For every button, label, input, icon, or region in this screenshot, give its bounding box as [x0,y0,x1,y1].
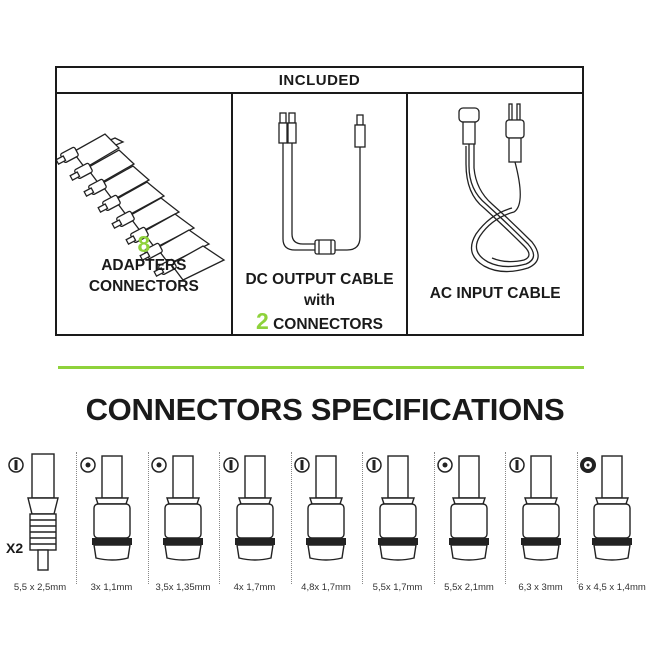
connector-plug-icon [151,455,203,561]
connector-size-label: 6 x 4,5 x 1,4mm [578,582,646,593]
adapter-plug-icon [69,149,136,185]
connector-plug-icon [580,455,632,561]
dc-cable-caption: DC OUTPUT CABLE with 2 CONNECTORS [233,269,407,335]
connector-size-label: 4,8x 1,7mm [301,582,351,593]
connector-plug-icon [8,453,59,571]
adapter-plug-icon [153,245,226,281]
adapters-line2: CONNECTORS [88,278,199,295]
ac-cable-image [458,103,539,273]
adapter-plug-icon [83,165,151,201]
dc-cable-image [278,112,366,255]
dc-cable-line1: DC OUTPUT CABLE [245,271,394,288]
connector-separator [505,452,506,584]
connector-separator [362,452,363,584]
ac-cable-caption: AC INPUT CABLE [408,283,582,304]
adapter-plug-icon [57,133,121,169]
included-dc-cable: DC OUTPUT CABLE with 2 CONNECTORS [233,94,409,334]
connector-size-label: 3x 1,1mm [90,582,133,593]
connector-spec [76,446,148,596]
connector-size-label: 5,5 x 2,5mm [13,582,67,593]
adapters-caption: 8 ADAPTERS CONNECTORS [57,231,231,297]
connector-separator [290,452,292,584]
connector-separator [433,452,435,584]
connector-spec [505,446,577,596]
adapter-plug-icon [139,229,211,265]
connector-plug-icon [79,455,132,561]
dc-cable-count: 2 [255,308,269,334]
included-box: INCLUDED 8 ADAPTERS CONNECTORS [55,66,584,336]
connector-spec [147,446,219,596]
connector-size-label: 6,3 x 3mm [518,582,563,593]
connector-plug-icon [222,455,275,561]
connector-spec [362,446,434,596]
adapter-plug-icon [111,197,181,233]
connector-separator [76,452,77,584]
connector-size-label: 5,5x 1,7mm [372,582,423,593]
adapters-image [57,133,226,281]
connector-separator [576,452,578,584]
connector-spec [576,446,648,596]
connector-plug-icon [365,455,418,561]
included-ac-cable: AC INPUT CABLE [408,94,582,334]
connector-size-label: 4x 1,7mm [233,582,276,593]
connectors-row: 5,5 x 2,5mm 3x 1,1mm 3,5x 1,35mm 4x 1,7mm 4,… [0,446,650,596]
connector-spec [4,446,76,596]
included-body: 8 ADAPTERS CONNECTORS [57,94,582,334]
adapter-plug-icon [97,181,166,217]
adapters-count: 8 [137,231,151,257]
connector-spec [219,446,291,596]
specs-title: CONNECTORS SPECIFICATIONS [85,392,565,427]
connector-plug-icon [294,455,346,561]
green-divider [58,366,584,369]
connector-size-label: 5,5x 2,1mm [444,582,494,593]
dc-cable-line2: with [304,292,335,309]
connector-spec [433,446,505,596]
connector-separator [219,452,220,584]
connector-plug-icon [437,455,489,561]
connector-spec [290,446,362,596]
dc-cable-line3: CONNECTORS [273,316,384,333]
adapter-plug-icon [125,213,196,249]
adapters-line1: ADAPTERS [101,257,187,274]
connector-plug-icon [508,455,561,561]
ac-cable-line1: AC INPUT CABLE [429,285,561,302]
included-title: INCLUDED [57,68,582,94]
connector-separator [147,452,149,584]
connector-size-label: 3,5x 1,35mm [155,582,211,593]
included-adapters: 8 ADAPTERS CONNECTORS [57,94,233,334]
multiplier-label: X2 [6,540,24,556]
